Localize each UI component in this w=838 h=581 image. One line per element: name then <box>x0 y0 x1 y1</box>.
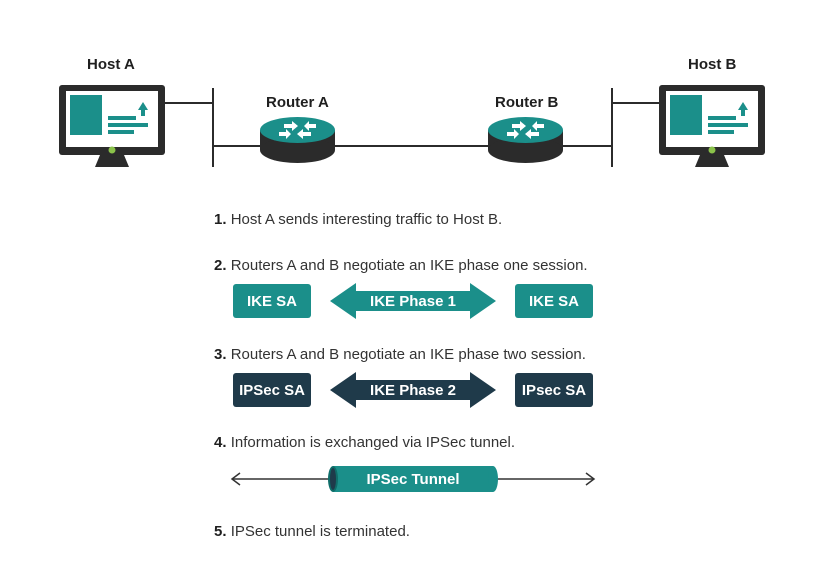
step-number: 1. <box>214 211 227 228</box>
ike-sa-right-box: IKE SA <box>515 284 593 318</box>
router-b-icon <box>488 117 563 163</box>
step-2: 2. Routers A and B negotiate an IKE phas… <box>214 257 588 274</box>
ike-phase-1-arrow <box>330 283 496 319</box>
ike-phase-1-label: IKE Phase 1 <box>370 292 456 310</box>
ike-phase-2-arrow <box>330 372 496 408</box>
router-a-label: Router A <box>266 94 329 111</box>
host-b-label: Host B <box>688 56 737 73</box>
step-number: 4. <box>214 434 227 451</box>
ipsec-sa-right-box: IPsec SA <box>515 373 593 407</box>
step-number: 3. <box>214 346 227 363</box>
step-text: Host A sends interesting traffic to Host… <box>230 211 503 228</box>
step-text: Information is exchanged via IPSec tunne… <box>230 434 516 451</box>
ipsec-tunnel-label: IPSec Tunnel <box>366 470 460 488</box>
step-5: 5. IPSec tunnel is terminated. <box>214 523 410 540</box>
ipsec-sa-left-box: IPSec SA <box>233 373 311 407</box>
network-links <box>165 88 659 167</box>
step-text: IPSec tunnel is terminated. <box>230 523 410 540</box>
router-a-icon <box>260 117 335 163</box>
step-number: 2. <box>214 257 227 274</box>
step-number: 5. <box>214 523 227 540</box>
ike-sa-left-box: IKE SA <box>233 284 311 318</box>
host-b-computer-icon <box>659 85 765 167</box>
step-3: 3. Routers A and B negotiate an IKE phas… <box>214 346 586 363</box>
host-a-computer-icon <box>59 85 165 167</box>
ike-phase-2-label: IKE Phase 2 <box>370 381 456 399</box>
step-4: 4. Information is exchanged via IPSec tu… <box>214 434 515 451</box>
router-b-label: Router B <box>495 94 559 111</box>
ipsec-tunnel-pipe <box>328 466 498 492</box>
step-text: Routers A and B negotiate an IKE phase t… <box>230 346 586 363</box>
step-1: 1. Host A sends interesting traffic to H… <box>214 211 502 228</box>
host-a-label: Host A <box>87 56 135 73</box>
step-text: Routers A and B negotiate an IKE phase o… <box>230 257 588 274</box>
